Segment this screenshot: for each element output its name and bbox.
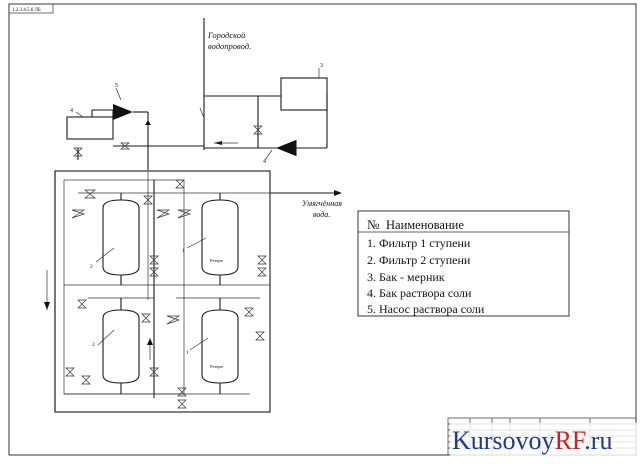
- measuring-tank: 3: [204, 63, 328, 149]
- legend-header-name: Наименование: [386, 218, 464, 232]
- filter-bottom-right-reserve: Резерв: [210, 364, 223, 369]
- legend-row: 1. Фильтр 1 ступени: [367, 236, 471, 250]
- legend-row: 4. Бак раствора соли: [367, 286, 472, 300]
- pump-number: 5: [115, 83, 118, 89]
- site-watermark: KursovoyRF.ru: [450, 423, 640, 457]
- legend-row: 2. Фильтр 2 ступени: [367, 253, 471, 267]
- legend-header-no: №: [367, 217, 379, 232]
- filter-top-right-reserve: Резерв: [210, 258, 223, 263]
- legend-row: 3. Бак - мерник: [367, 270, 445, 284]
- filter-bottom-left-number: 2: [92, 342, 95, 348]
- filter-bottom-left: 2: [92, 298, 140, 394]
- main-collectors: [44, 170, 342, 413]
- valves: [65, 179, 267, 409]
- corner-stamp-box: [8, 3, 54, 14]
- brine-tank-assembly: 4 5: [66, 83, 204, 170]
- legend-row: 5. Насос раствора соли: [367, 302, 485, 316]
- soft-water-label-1: Умягчённая: [302, 199, 342, 208]
- tank-number: 3: [320, 63, 323, 69]
- filter-bottom-right-number: 1: [186, 350, 189, 356]
- watermark-highlight: RF: [555, 426, 586, 455]
- legend-table: № Наименование 1. Фильтр 1 ступени 2. Фи…: [357, 210, 570, 317]
- svg-text:KursovoyRF.ru: KursovoyRF.ru: [452, 426, 612, 455]
- filter-top-right: 1 Резерв: [182, 193, 239, 285]
- filter-top-left: 2: [90, 193, 140, 285]
- filter-bottom-right: 1 Резерв: [186, 298, 239, 394]
- soft-water-label-2: вода.: [313, 210, 330, 219]
- filter-top-right-number: 1: [182, 248, 185, 254]
- filter-top-left-number: 2: [90, 264, 93, 270]
- watermark-suffix: .ru: [584, 426, 612, 455]
- city-water-line: Городской водопровод.: [199, 18, 251, 150]
- corner-stamp: 1.2.3.4.5.6 ЛБ: [12, 8, 41, 13]
- city-water-label-1: Городской: [207, 30, 246, 40]
- city-water-label-2: водопровод.: [208, 41, 251, 51]
- brine-tank-number: 4: [70, 108, 73, 114]
- watermark-prefix: Kursovoy: [452, 426, 555, 455]
- pump-right: 4: [263, 140, 297, 165]
- pump-right-tag: 4: [263, 159, 266, 165]
- sheet-frame: [8, 3, 637, 456]
